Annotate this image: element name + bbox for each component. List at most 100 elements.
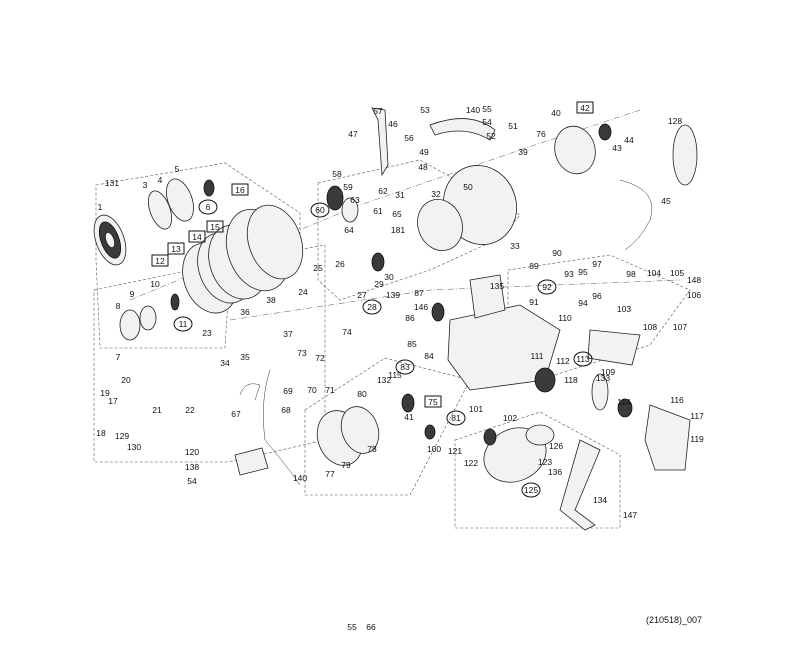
part-label-97: 97	[592, 259, 602, 269]
part-label-31: 31	[395, 190, 405, 200]
part-label-63: 63	[350, 195, 360, 205]
part-label-148: 148	[687, 275, 701, 285]
part-label-17: 17	[108, 396, 118, 406]
bail-support	[554, 123, 698, 186]
part-label-60: 60	[315, 205, 325, 215]
part-label-84: 84	[424, 351, 434, 361]
part-label-14: 14	[192, 232, 202, 242]
side-cover	[534, 329, 691, 471]
part-label-35: 35	[240, 352, 250, 362]
part-label-49: 49	[419, 147, 429, 157]
circled-ref-28	[362, 299, 382, 315]
circled-ref-60	[310, 202, 330, 218]
part-label-4: 4	[158, 175, 163, 185]
part-label-107: 107	[673, 322, 687, 332]
part-label-123: 123	[538, 457, 552, 467]
part-label-112: 112	[556, 356, 570, 366]
body-frame	[431, 274, 561, 391]
spool-group-outline	[95, 162, 301, 349]
part-label-119: 119	[690, 434, 704, 444]
part-label-79: 79	[341, 460, 351, 470]
part-label-111: 111	[531, 351, 544, 361]
part-label-108: 108	[643, 322, 657, 332]
part-label-59: 59	[343, 182, 353, 192]
part-label-85: 85	[407, 339, 417, 349]
part-label-43: 43	[612, 143, 622, 153]
spool	[182, 204, 304, 314]
part-label-15: 15	[210, 222, 220, 232]
part-label-90: 90	[552, 248, 562, 258]
part-label-11: 11	[179, 319, 188, 329]
part-label-69: 69	[283, 386, 293, 396]
part-label-7: 7	[116, 352, 121, 362]
part-label-64: 64	[344, 225, 354, 235]
part-label-81: 81	[451, 413, 461, 423]
part-label-105: 105	[670, 268, 684, 278]
boxed-ref-42	[576, 101, 594, 114]
part-label-10: 10	[150, 279, 160, 289]
part-label-121: 121	[448, 446, 462, 456]
part-label-12: 12	[155, 256, 165, 266]
part-label-22: 22	[185, 405, 195, 415]
part-label-38: 38	[266, 295, 276, 305]
part-label-32: 32	[431, 189, 441, 199]
part-label-29: 29	[374, 279, 384, 289]
part-label-53: 53	[420, 105, 430, 115]
part-label-42: 42	[580, 103, 590, 113]
part-label-136: 136	[548, 467, 562, 477]
part-label-87: 87	[414, 288, 424, 298]
drawing-code: (210518)_007	[646, 615, 702, 625]
part-label-5: 5	[175, 164, 180, 174]
part-label-23: 23	[202, 328, 212, 338]
part-label-126: 126	[549, 441, 563, 451]
part-label-147: 147	[623, 510, 637, 520]
part-label-98: 98	[626, 269, 636, 279]
part-label-40: 40	[551, 108, 561, 118]
circled-ref-83	[395, 359, 415, 375]
part-label-30: 30	[384, 272, 394, 282]
part-label-52: 52	[486, 131, 496, 141]
part-label-28: 28	[367, 302, 377, 312]
part-label-86: 86	[405, 313, 415, 323]
part-label-103: 103	[617, 304, 631, 314]
gear-group-outline	[304, 357, 471, 496]
part-label-109: 109	[601, 367, 615, 377]
part-label-110: 110	[558, 313, 572, 323]
part-label-47: 47	[348, 129, 358, 139]
part-label-27: 27	[357, 290, 367, 300]
part-label-89: 89	[529, 261, 539, 271]
part-label-94: 94	[578, 298, 588, 308]
part-label-19: 19	[100, 388, 110, 398]
bail-arm	[371, 107, 653, 251]
part-label-132: 132	[377, 375, 391, 385]
part-label-96: 96	[592, 291, 602, 301]
part-label-118: 118	[564, 375, 578, 385]
part-label-45: 45	[661, 196, 671, 206]
part-label-140: 140	[466, 105, 480, 115]
part-label-91: 91	[529, 297, 539, 307]
part-label-129: 129	[115, 431, 129, 441]
circled-ref-92	[537, 279, 557, 295]
part-label-77: 77	[325, 469, 335, 479]
part-label-73: 73	[297, 348, 307, 358]
part-label-1: 1	[98, 202, 103, 212]
part-label-54: 54	[482, 117, 492, 127]
part-label-62: 62	[378, 186, 388, 196]
boxed-ref-13	[167, 242, 185, 255]
part-label-74: 74	[342, 327, 352, 337]
part-label-13: 13	[171, 244, 181, 254]
part-label-70: 70	[307, 385, 317, 395]
part-label-61: 61	[373, 206, 383, 216]
part-label-8: 8	[116, 301, 121, 311]
drag-knob-assembly	[119, 293, 180, 341]
part-label-41: 41	[404, 412, 414, 422]
part-label-78: 78	[367, 444, 377, 454]
part-label-25: 25	[313, 263, 323, 273]
part-label-120: 120	[185, 447, 199, 457]
part-label-65: 65	[392, 209, 402, 219]
drive-gear	[316, 393, 436, 466]
part-label-114: 114	[617, 397, 631, 407]
foot-assembly	[234, 369, 301, 486]
